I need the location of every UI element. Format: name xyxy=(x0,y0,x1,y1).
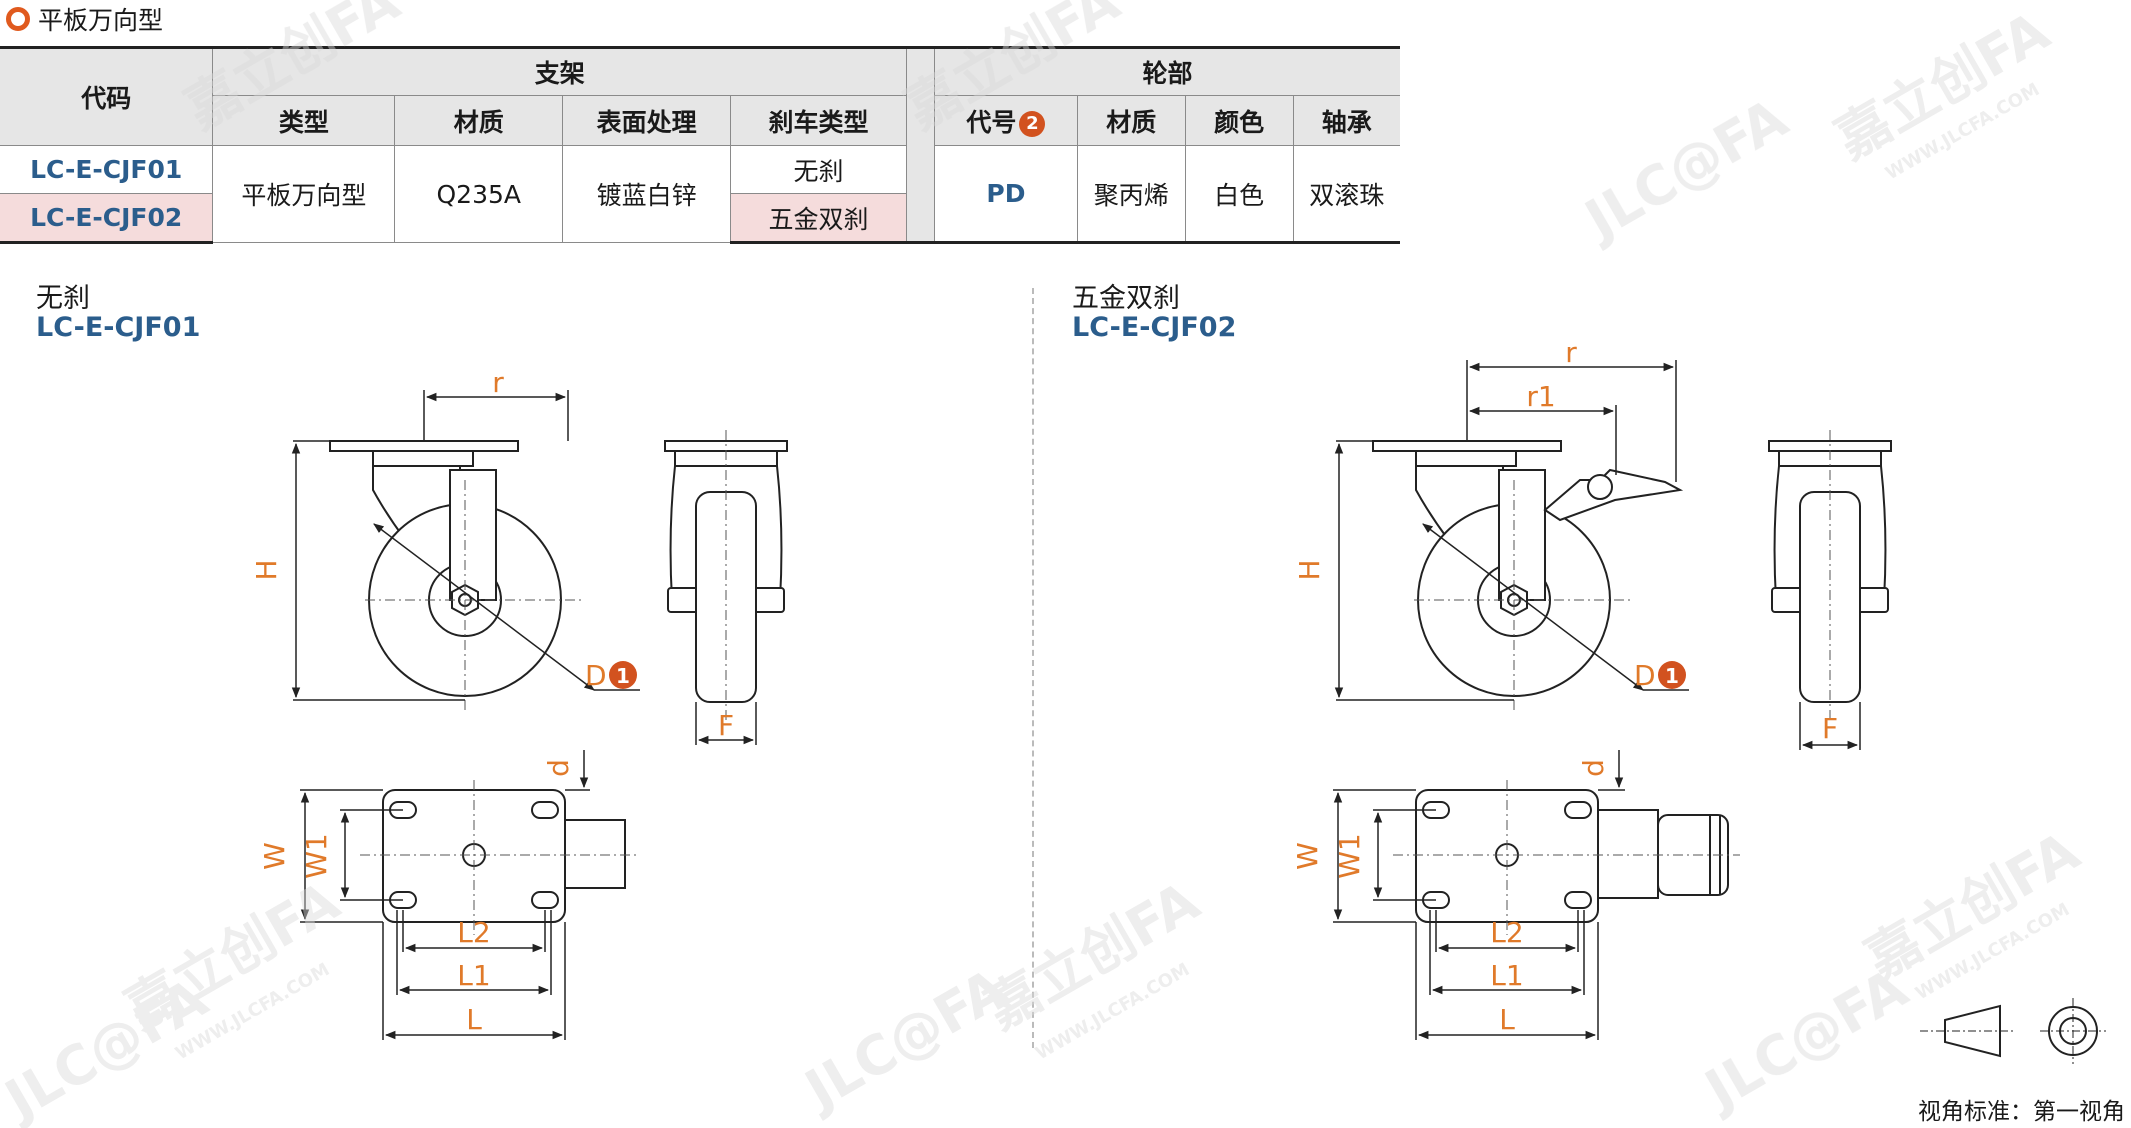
col-wheel-material-header: 材质 xyxy=(1076,95,1186,146)
caster-1-front-dims xyxy=(695,702,757,745)
dim-F-2: F xyxy=(1822,712,1838,745)
section-title: 平板万向型 xyxy=(6,2,163,36)
dim-W1-2: W1 xyxy=(1333,833,1366,879)
caster-2-side-view xyxy=(1372,440,1689,710)
wheel-group-header: 轮部 xyxy=(934,46,1400,96)
table-gap xyxy=(907,46,934,244)
dim-r1-2: r1 xyxy=(1526,380,1555,413)
first-angle-projection-icon xyxy=(1920,998,2106,1064)
dim-H-1: H xyxy=(250,559,283,580)
col-bearing-header: 轴承 xyxy=(1292,95,1400,146)
caster-2-front-dims xyxy=(1799,702,1861,750)
dim-F-1: F xyxy=(718,709,734,742)
caster-1-side-view xyxy=(329,440,640,710)
caster-2-top-view xyxy=(1393,780,1740,935)
caster-2-dimensions xyxy=(1334,360,1677,701)
code-cell-2: LC-E-CJF02 xyxy=(0,193,214,244)
dim-L-2: L xyxy=(1499,1003,1515,1036)
col-brake-header: 刹车类型 xyxy=(730,95,907,146)
dim-d-2: d xyxy=(1577,759,1610,777)
brake-cell-1: 无刹 xyxy=(730,145,907,194)
projection-standard-note: 视角标准：第一视角 xyxy=(1918,1099,2125,1125)
bracket-spec-table: 代码 支架 类型 材质 表面处理 刹车类型 LC-E-CJF01 平板万向型 Q… xyxy=(0,46,907,244)
dim-L-1: L xyxy=(466,1003,482,1036)
caster-2-top-dims xyxy=(1333,750,1625,1040)
variant-2-label: 五金双刹 xyxy=(1072,283,1180,314)
wheel-code-cell: PD xyxy=(934,145,1078,244)
dim-L1-1: L1 xyxy=(457,959,490,992)
dim-D-1: D xyxy=(585,659,607,692)
note-badge-1b-num: 1 xyxy=(1665,664,1679,688)
code-header: 代码 xyxy=(0,46,214,146)
col-type-header: 类型 xyxy=(212,95,396,146)
brake-cell-2: 五金双刹 xyxy=(730,193,907,244)
wheel-color-cell: 白色 xyxy=(1184,145,1294,244)
col-material-header: 材质 xyxy=(394,95,564,146)
type-cell: 平板万向型 xyxy=(212,145,396,243)
note-badge-1b xyxy=(1658,661,1686,689)
code-col-label: 代号 xyxy=(966,107,1017,137)
surface-cell: 镀蓝白锌 xyxy=(562,145,732,243)
note-badge-1a xyxy=(609,661,637,689)
dim-W1-1: W1 xyxy=(300,833,333,879)
dim-r-2: r xyxy=(1565,336,1577,369)
variant-1-label: 无刹 xyxy=(36,283,90,314)
caster-1-top-dims xyxy=(300,750,590,1040)
caster-1-top-view xyxy=(360,780,640,935)
code-cell-1: LC-E-CJF01 xyxy=(0,145,214,194)
dim-d-1: d xyxy=(542,759,575,777)
ring-icon xyxy=(6,7,30,31)
dim-H-2: H xyxy=(1293,559,1326,580)
variant-1-code: LC-E-CJF01 xyxy=(36,312,201,343)
note-badge-2: 2 xyxy=(1019,110,1046,137)
dim-W-1: W xyxy=(258,842,291,870)
dim-L1-2: L1 xyxy=(1490,959,1523,992)
dim-W-2: W xyxy=(1291,842,1324,870)
col-surface-header: 表面处理 xyxy=(562,95,732,146)
bearing-cell: 双滚珠 xyxy=(1292,145,1400,244)
caster-1-front-view xyxy=(664,430,788,720)
caster-1-dimensions xyxy=(291,390,569,701)
wheel-material-cell: 聚丙烯 xyxy=(1076,145,1186,244)
variant-2-code: LC-E-CJF02 xyxy=(1072,312,1237,343)
variant-divider xyxy=(1032,288,1034,1048)
dim-L2-1: L2 xyxy=(457,916,490,949)
caster-2-front-view xyxy=(1768,430,1892,720)
dim-r-1: r xyxy=(492,366,504,399)
material-cell: Q235A xyxy=(394,145,564,243)
bracket-group-header: 支架 xyxy=(212,46,907,96)
note-badge-1a-num: 1 xyxy=(616,664,630,688)
section-title-text: 平板万向型 xyxy=(38,6,164,35)
col-color-header: 颜色 xyxy=(1184,95,1294,146)
dim-L2-2: L2 xyxy=(1490,916,1523,949)
dim-D-2: D xyxy=(1634,659,1656,692)
